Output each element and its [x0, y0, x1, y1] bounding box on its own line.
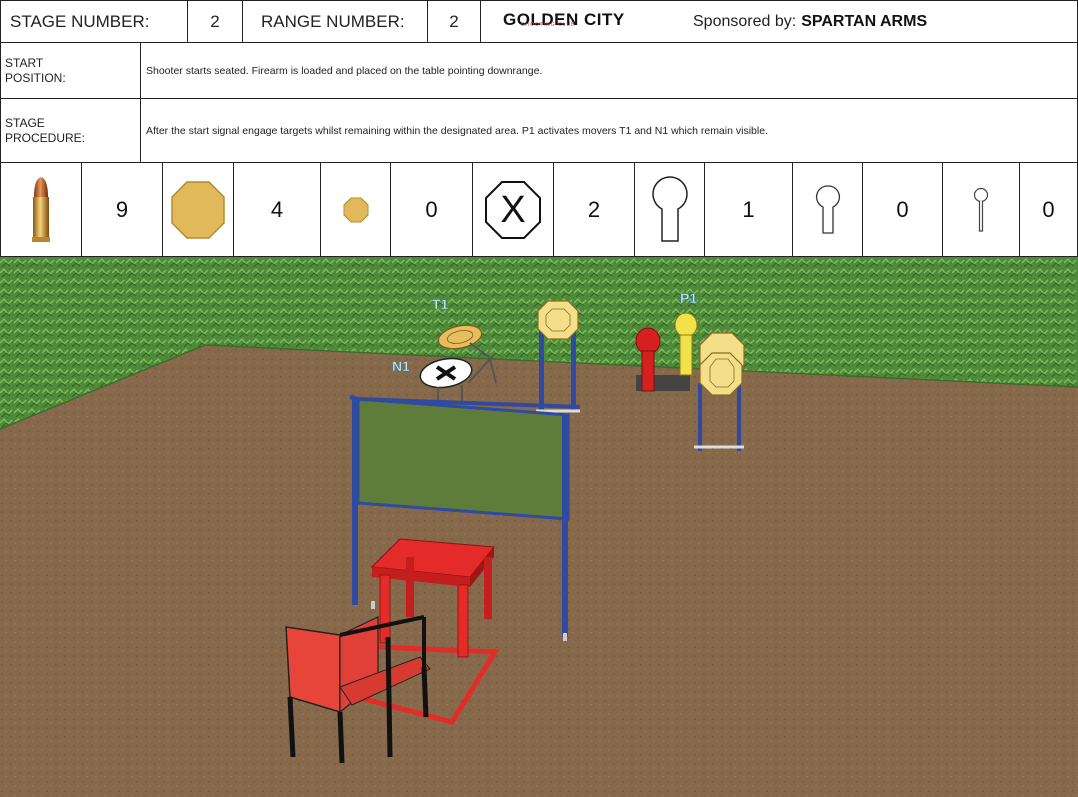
club-logo: GOLDEN CITY SHOOTING CLUB: [481, 0, 681, 43]
bullet-icon: [29, 175, 53, 245]
no-shoot-target-icon: X: [484, 180, 542, 240]
large-steel-plate-icon: [170, 180, 226, 240]
large-popper-icon: [650, 175, 690, 245]
large-popper-icon-cell: [634, 162, 705, 257]
sponsor-name: SPARTAN ARMS: [801, 13, 927, 31]
sponsor-prefix: Sponsored by:: [693, 13, 796, 31]
stage-procedure-label: STAGE PROCEDURE:: [0, 98, 141, 163]
no-shoot-target-icon-cell: X: [472, 162, 554, 257]
stage-number-value: 2: [187, 0, 243, 43]
no-shoot-count: 2: [553, 162, 635, 257]
stage-number-label: STAGE NUMBER:: [0, 0, 188, 43]
stage-procedure-text: After the start signal engage targets wh…: [140, 98, 1078, 163]
small-popper-icon: [971, 187, 991, 233]
bullet-icon-cell: [0, 162, 82, 257]
range-number-value: 2: [427, 0, 481, 43]
small-steel-plate-icon-cell: [320, 162, 391, 257]
medium-popper-icon-cell: [792, 162, 863, 257]
start-position-label-line2: POSITION:: [5, 71, 66, 86]
start-position-label: START POSITION:: [0, 42, 141, 99]
range-number-label: RANGE NUMBER:: [242, 0, 428, 43]
medium-popper-icon: [814, 184, 842, 236]
small-steel-plate-count: 0: [390, 162, 473, 257]
large-steel-plate-count: 4: [233, 162, 321, 257]
large-popper-count: 1: [704, 162, 793, 257]
svg-text:X: X: [500, 189, 525, 231]
medium-popper-count: 0: [862, 162, 943, 257]
small-steel-plate-icon: [343, 197, 369, 223]
start-position-text: Shooter starts seated. Firearm is loaded…: [140, 42, 1078, 99]
start-position-label-line1: START: [5, 56, 43, 71]
logo-subtext: SHOOTING CLUB: [521, 22, 575, 28]
round-count: 9: [81, 162, 163, 257]
stage-procedure-label-line2: PROCEDURE:: [5, 131, 85, 146]
stage-procedure-label-line1: STAGE: [5, 116, 45, 131]
header-logo-area: GOLDEN CITY SHOOTING CLUB Sponsored by: …: [480, 0, 1078, 43]
label-p1: P1: [680, 290, 697, 306]
label-t1: T1: [432, 296, 449, 312]
small-popper-count: 0: [1019, 162, 1078, 257]
large-steel-plate-icon-cell: [162, 162, 234, 257]
stage-layout-illustration: T1 N1 P1: [0, 257, 1078, 797]
small-popper-icon-cell: [942, 162, 1020, 257]
label-n1: N1: [392, 358, 410, 374]
